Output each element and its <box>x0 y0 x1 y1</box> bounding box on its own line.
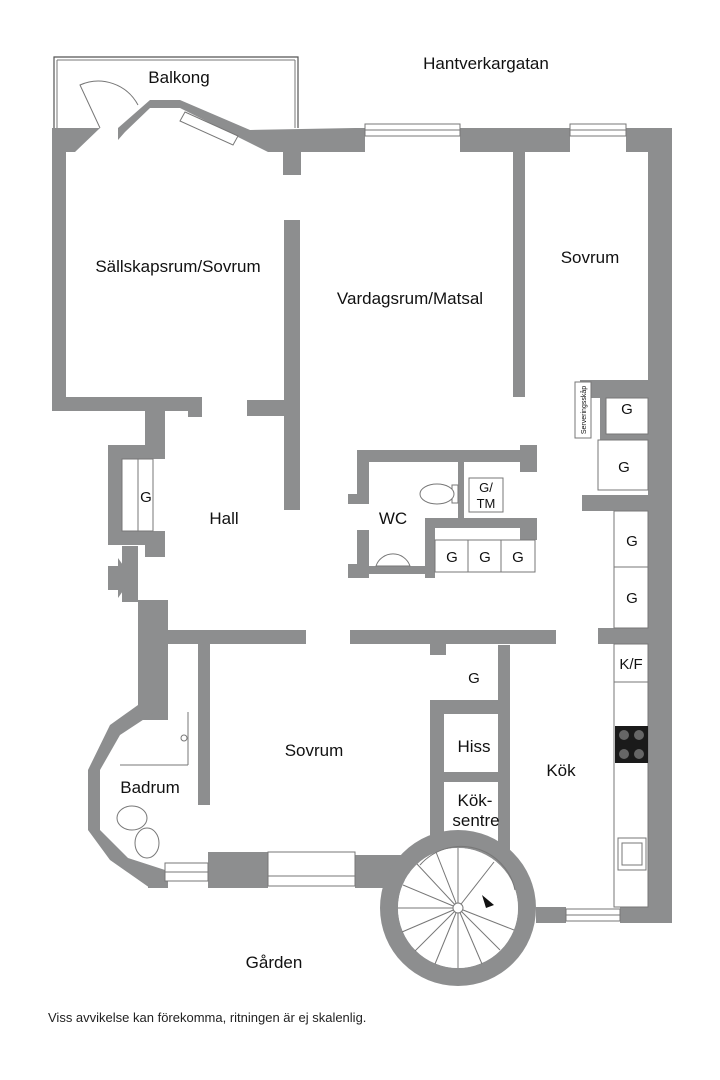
wardrobe-3: G <box>512 549 524 566</box>
walls <box>52 100 672 986</box>
entrance-arrow-icon <box>108 558 132 598</box>
balcony-label: Balkong <box>148 68 209 87</box>
wardrobe-1: G <box>446 549 458 566</box>
lift-label: Hiss <box>457 737 490 756</box>
hall-label: Hall <box>209 509 238 528</box>
kitchen-label: Kök <box>546 761 576 780</box>
balcony <box>53 56 299 128</box>
windows <box>164 111 627 922</box>
wardrobe-4: G <box>621 401 633 418</box>
wardrobe-tm-2: TM <box>477 496 496 511</box>
wardrobe-5: G <box>618 459 630 476</box>
serving-cupboard-label: Serveringsskåp <box>580 386 588 434</box>
wardrobe-6: G <box>626 533 638 550</box>
wardrobe-2: G <box>479 549 491 566</box>
bedroom-s-label: Sovrum <box>285 741 344 760</box>
wardrobe-hall: G <box>140 489 152 506</box>
kitchen-centre-label-1: Kök- <box>458 791 493 810</box>
bathroom-label: Badrum <box>120 778 180 797</box>
bedroom-ne-label: Sovrum <box>561 248 620 267</box>
disclaimer-text: Viss avvikelse kan förekomma, ritningen … <box>48 1010 367 1025</box>
street-label: Hantverkargatan <box>423 54 549 73</box>
fixtures <box>116 381 649 908</box>
spiral-staircase <box>398 845 518 968</box>
fridge-freezer-label: K/F <box>619 656 642 673</box>
wardrobe-7: G <box>626 590 638 607</box>
living-label: Vardagsrum/Matsal <box>337 289 483 308</box>
wardrobe-8: G <box>468 670 480 687</box>
courtyard-label: Gården <box>246 953 303 972</box>
kitchen-centre-label-2: sentre <box>452 811 499 830</box>
wardrobe-tm-1: G/ <box>479 480 493 495</box>
salon-label: Sällskapsrum/Sovrum <box>95 257 260 276</box>
wc-label: WC <box>379 509 407 528</box>
balcony-door <box>79 80 139 129</box>
